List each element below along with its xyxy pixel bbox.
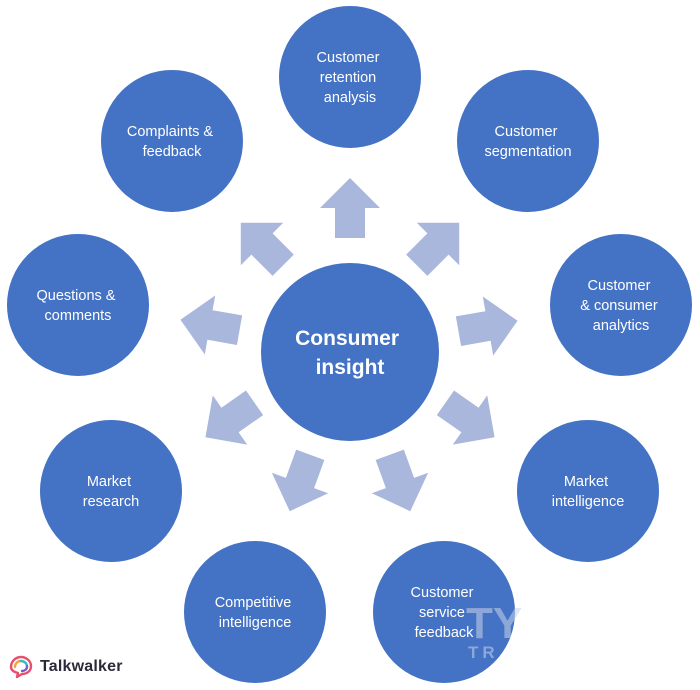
node-label-line: service [419,605,465,621]
node-label: Customer & consumer analytics [580,278,661,334]
node-label-line: Customer [411,585,474,601]
node-customer-consumer-analytics: Customer & consumer analytics [548,232,694,378]
arrow-to-market-intelligence [428,378,512,462]
node-circle [548,232,694,378]
node-customer-service-feedback: Customer service feedback [371,539,517,685]
node-label-line: intelligence [552,494,625,510]
node-customer-retention-analysis: Customer retention analysis [277,4,423,150]
node-circle [99,68,245,214]
node-circle [515,418,661,564]
node-customer-segmentation: Customer segmentation [455,68,601,214]
node-label: Market intelligence [552,474,625,510]
node-label-line: research [83,494,139,510]
node-label-line: retention [320,70,376,86]
arrow-to-complaints-feedback [219,201,305,287]
watermark-small-text: TR [468,643,499,662]
node-label: Competitive intelligence [215,595,296,631]
node-market-intelligence: Market intelligence [515,418,661,564]
node-label-line: & consumer [580,298,658,314]
node-label-line: Market [87,474,131,490]
node-label: Complaints & feedback [127,124,217,160]
node-circle [371,539,517,685]
center-circle [259,261,441,443]
node-complaints-feedback: Complaints & feedback [99,68,245,214]
arrow-to-questions-comments [175,290,245,360]
arrow-to-customer-service-feedback [361,444,439,522]
node-label-line: Customer [588,278,651,294]
arrow-to-competitive-intelligence [261,444,339,522]
node-label: Market research [83,474,139,510]
node-circle [5,232,151,378]
watermark-large-text: TY [466,599,522,648]
center-label-line: insight [316,356,385,379]
arrow-to-market-research [188,378,272,462]
node-label-line: intelligence [219,615,292,631]
node-market-research: Market research [38,418,184,564]
watermark: TY TR [466,599,522,662]
arrow-to-customer-retention-analysis [320,178,380,238]
node-label-line: feedback [415,625,475,641]
node-label-line: analysis [324,90,376,106]
center-label-line: Consumer [295,327,399,350]
nodes-group: Customer retention analysis Customer seg… [5,4,694,685]
arrow-to-customer-segmentation [395,201,481,287]
node-label-line: Competitive [215,595,292,611]
node-circle [38,418,184,564]
node-label-line: Complaints & [127,124,214,140]
node-label-line: segmentation [484,144,571,160]
center-label: Consumer insight [295,327,405,379]
node-label: Customer retention analysis [317,50,384,106]
talkwalker-logo-icon [9,655,33,679]
node-label-line: Customer [495,124,558,140]
node-label: Questions & comments [36,288,119,324]
arrow-to-customer-consumer-analytics [453,291,523,361]
node-label-line: comments [45,308,112,324]
node-circle [455,68,601,214]
node-label-line: analytics [593,318,649,334]
node-label-line: Questions & [36,288,115,304]
node-label: Customer service feedback [411,585,478,641]
node-label-line: feedback [143,144,203,160]
node-questions-comments: Questions & comments [5,232,151,378]
node-label-line: Customer [317,50,380,66]
center-node: Consumer insight [259,261,441,443]
node-circle [277,4,423,150]
node-label-line: Market [564,474,608,490]
node-competitive-intelligence: Competitive intelligence [182,539,328,685]
node-circle [182,539,328,685]
node-label: Customer segmentation [484,124,571,160]
brand-name: Talkwalker [40,658,123,675]
brand: Talkwalker [8,654,123,680]
